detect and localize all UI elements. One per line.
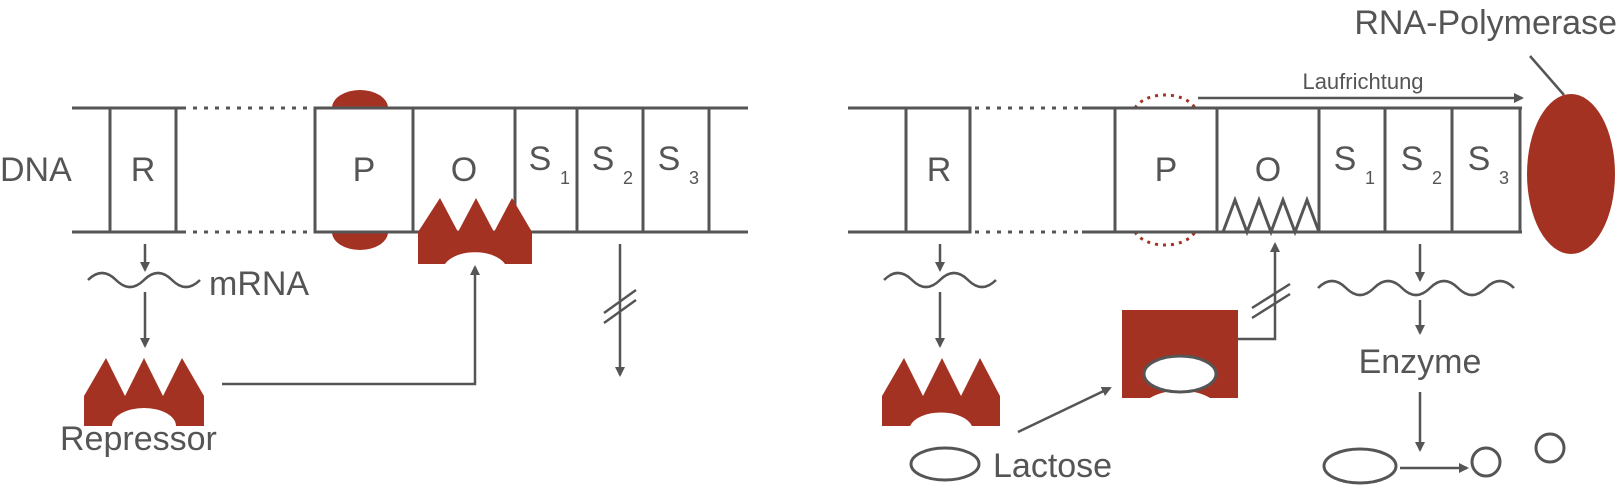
left-gene-s3-subscript: 3 — [689, 168, 699, 188]
right-operator-label: O — [1255, 151, 1281, 189]
right-panel: R P O S 1 S 2 S 3 Laufrichtung RNA-Polym… — [848, 4, 1617, 485]
inactive-repressor-to-operator-arrow — [1238, 242, 1280, 341]
right-gene-s1-label: S — [1334, 140, 1357, 178]
left-block-slash-1 — [603, 288, 637, 315]
right-gene-s2-subscript: 2 — [1432, 168, 1442, 188]
left-free-repressor — [84, 358, 204, 426]
right-promoter-label: P — [1155, 151, 1178, 189]
left-mrna-wave — [87, 271, 201, 289]
right-gene-r-label: R — [927, 151, 952, 189]
right-gene-s3-subscript: 3 — [1499, 168, 1509, 188]
lactose-to-repressor-arrow — [1017, 386, 1112, 434]
left-gene-s3-box — [641, 106, 711, 234]
right-gene-s1-box — [1317, 106, 1387, 234]
polymerase-label: RNA-Polymerase — [1354, 4, 1617, 42]
dna-label: DNA — [0, 151, 72, 189]
left-gene-r-label: R — [131, 151, 156, 189]
repressor-label: Repressor — [60, 420, 217, 458]
bound-lactose — [1142, 354, 1218, 394]
right-block-slash-2 — [1251, 292, 1291, 320]
lactose-label: Lactose — [993, 447, 1112, 485]
left-promoter-label: P — [353, 151, 376, 189]
direction-label: Laufrichtung — [1302, 69, 1423, 94]
right-mrna-wave — [883, 271, 997, 289]
right-former-polymerase-bottom — [1133, 231, 1197, 247]
left-gene-s1-subscript: 1 — [560, 168, 570, 188]
left-gene-s3-label: S — [658, 140, 681, 178]
left-block-slash-2 — [603, 298, 637, 325]
right-gene-s3-box — [1450, 106, 1522, 234]
right-gene-s2-box — [1383, 106, 1454, 234]
polymerase-leader-line — [1529, 55, 1565, 96]
right-free-repressor — [882, 358, 1000, 426]
enzyme-label: Enzyme — [1359, 343, 1482, 381]
left-repressor-to-operator-arrow — [222, 265, 480, 386]
left-bound-repressor — [418, 198, 532, 264]
left-operator-label: O — [451, 151, 477, 189]
lactose-molecule — [909, 446, 981, 482]
product-monomer-1 — [1470, 446, 1502, 478]
right-gene-s2-label: S — [1401, 140, 1424, 178]
right-former-polymerase-top — [1133, 93, 1197, 109]
right-mrna-wave-2 — [1317, 279, 1515, 297]
left-gene-s2-subscript: 2 — [623, 168, 633, 188]
left-gene-r-box — [108, 106, 178, 234]
left-gene-s1-box — [513, 106, 579, 234]
rna-polymerase-shape — [1527, 94, 1615, 254]
left-gene-s2-label: S — [592, 140, 615, 178]
right-block-slash-1 — [1251, 282, 1291, 310]
right-gene-s1-subscript: 1 — [1365, 168, 1375, 188]
mrna-label: mRNA — [209, 265, 309, 303]
left-promoter-box — [313, 106, 415, 234]
right-gene-r-box — [904, 106, 972, 234]
left-gene-s1-label: S — [529, 140, 552, 178]
right-promoter-box — [1113, 106, 1219, 234]
left-panel: DNA R P O S 1 S 2 S 3 mRNA Repressor — [0, 90, 748, 458]
lactose-substrate — [1322, 447, 1398, 485]
right-gene-s3-label: S — [1468, 140, 1491, 178]
product-monomer-2 — [1534, 432, 1566, 464]
